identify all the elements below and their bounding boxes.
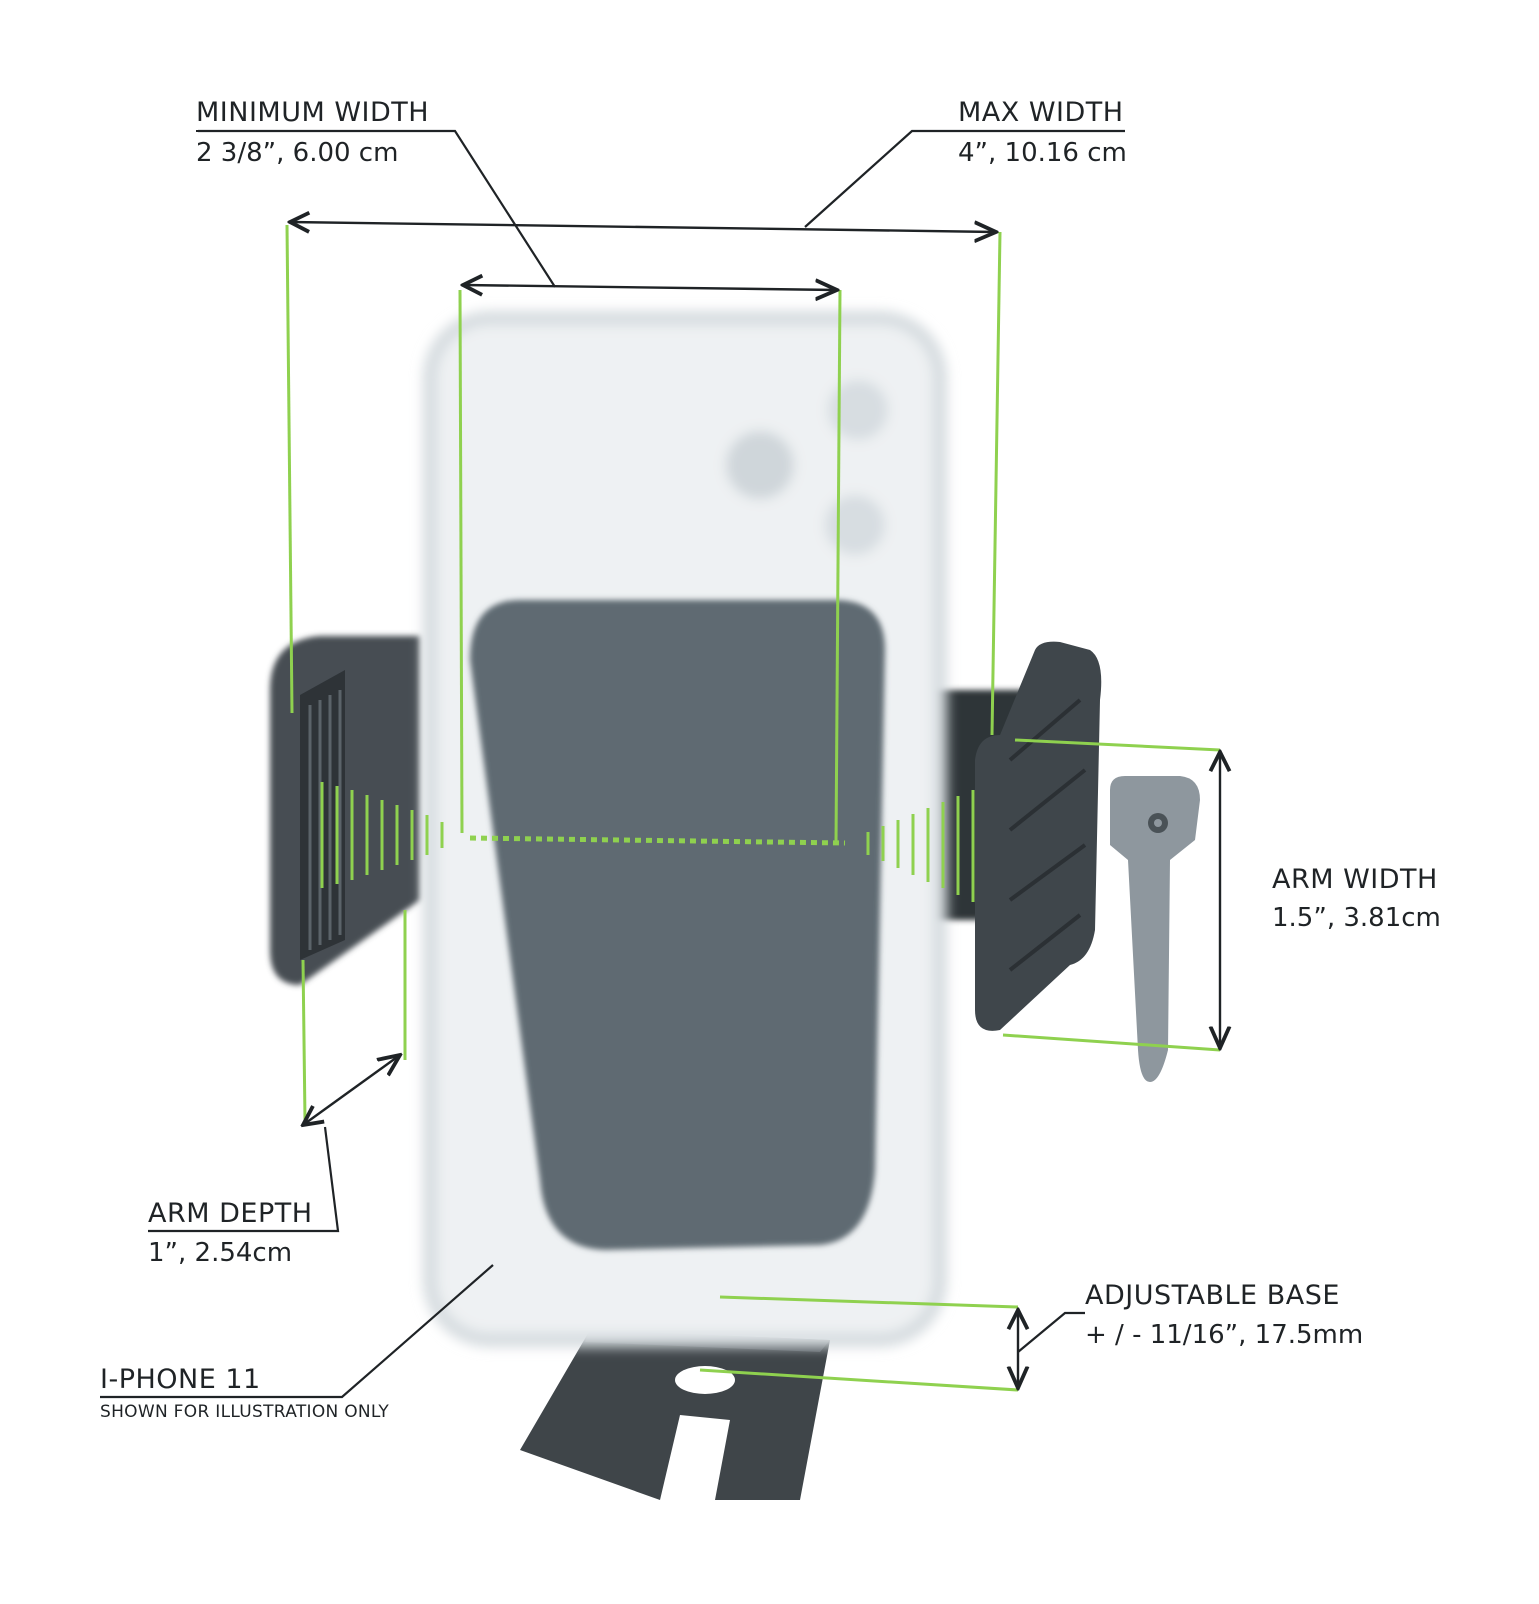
arm-depth-value: 1”, 2.54cm bbox=[148, 1238, 293, 1268]
vent-clip bbox=[1110, 776, 1200, 1082]
phone-title: I-PHONE 11 bbox=[100, 1364, 261, 1395]
cradle-back-plate bbox=[470, 600, 885, 1250]
left-arm-ridges bbox=[308, 690, 342, 950]
arm-depth-title: ARM DEPTH bbox=[148, 1198, 313, 1229]
arm-width-value: 1.5”, 3.81cm bbox=[1272, 903, 1441, 933]
min-width-value: 2 3/8”, 6.00 cm bbox=[196, 138, 399, 168]
dimension-arrows bbox=[290, 222, 1220, 1388]
arm-width-title: ARM WIDTH bbox=[1272, 864, 1438, 895]
min-width-title: MINIMUM WIDTH bbox=[196, 97, 430, 132]
adjustable-base-title: ADJUSTABLE BASE bbox=[1085, 1280, 1340, 1311]
phone-note: SHOWN FOR ILLUSTRATION ONLY bbox=[100, 1402, 390, 1422]
adjustable-base-foot bbox=[520, 1330, 830, 1500]
guide-lines bbox=[285, 224, 1221, 1392]
right-arm bbox=[920, 641, 1102, 1031]
adjustable-base-value: + / - 11/16”, 17.5mm bbox=[1085, 1320, 1364, 1350]
right-arm-depth-hatch bbox=[866, 790, 975, 902]
left-arm bbox=[270, 636, 420, 985]
right-arm-ridges bbox=[1008, 698, 1087, 972]
left-arm-depth-hatch bbox=[320, 782, 444, 888]
max-width-title: MAX WIDTH bbox=[958, 97, 1124, 128]
max-width-value: 4”, 10.16 cm bbox=[958, 138, 1127, 168]
